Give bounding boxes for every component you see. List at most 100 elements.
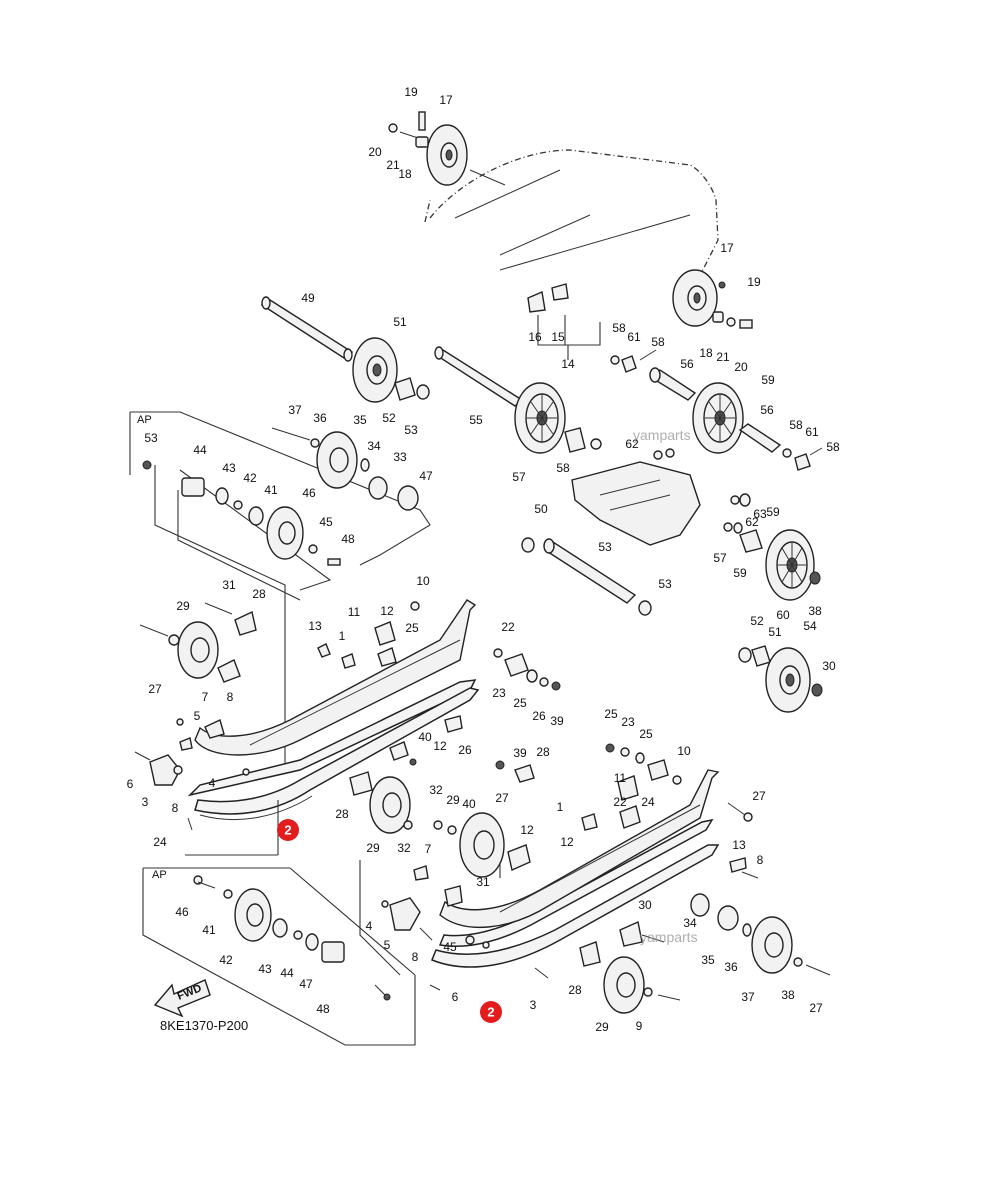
shaft-56-right[interactable] [738,423,823,471]
wheel-28-upper[interactable] [139,621,241,683]
wheel-59-lower[interactable] [765,529,821,601]
callout-number: 57 [713,551,727,565]
callout-number: 53 [598,540,612,554]
bracket-15-16[interactable] [527,283,601,360]
callout-number: 62 [745,515,759,529]
callout-number: 28 [568,983,582,997]
ap-label-upper: AP [137,414,152,426]
parts-57-58-62-63-lower[interactable] [723,493,763,553]
callout-number: 13 [732,838,746,852]
callout-number: 27 [148,682,162,696]
slide-rail-upper[interactable] [187,679,480,821]
wheel-assembly-lower-right[interactable] [534,921,681,1014]
slide-rail-lower[interactable] [431,818,720,968]
callout-number: 30 [822,659,836,673]
callout-number: 10 [416,574,430,588]
callout-number: 53 [658,577,672,591]
callout-number: 36 [724,960,738,974]
shaft-55[interactable] [434,346,524,407]
callout-number: 58 [556,461,570,475]
bracket-31[interactable] [204,602,257,636]
highlight-badge-lower[interactable]: 2 [480,1001,502,1023]
wheel-51-upper[interactable] [352,337,398,403]
callout-number: 42 [243,471,257,485]
callout-number: 27 [809,1001,823,1015]
highlight-badge-upper-label: 2 [284,823,291,838]
slider-blocks-lower[interactable] [581,743,682,831]
callout-number: 12 [380,604,394,618]
callout-number: 53 [144,431,158,445]
callout-number: 24 [641,795,655,809]
callout-number: 6 [452,990,459,1004]
callout-number: 5 [194,709,201,723]
callout-number: 1 [557,800,564,814]
idler-wheel-top[interactable] [388,111,506,186]
wheel-28-center[interactable] [349,771,413,834]
callout-number: 8 [172,801,179,815]
shaft-50[interactable] [521,537,652,616]
callout-number: 18 [398,167,412,181]
callout-number: 31 [476,875,490,889]
callout-number: 16 [528,330,542,344]
forward-arrow-icon [153,979,211,1018]
callout-number: 4 [366,919,373,933]
highlight-badge-lower-label: 2 [487,1005,494,1020]
slider-blocks-upper[interactable] [317,601,420,669]
callout-number: 6 [127,777,134,791]
callout-number: 34 [683,916,697,930]
callout-number: 49 [301,291,315,305]
callout-number: 51 [768,625,782,639]
wear-parts-upper[interactable] [493,648,561,691]
wheel-59-center[interactable] [514,382,566,454]
callout-number: 13 [308,619,322,633]
callout-number: 28 [252,587,266,601]
callout-number: 11 [348,605,361,619]
callout-number: 25 [405,621,419,635]
rail-mount-lower[interactable] [439,769,720,929]
collar-52-washer-53[interactable] [394,377,430,401]
wheel-28-mid[interactable] [433,812,531,878]
bolt-24-lower[interactable] [727,802,753,822]
callout-number: 15 [551,330,565,344]
parts-39-40-lower[interactable] [389,715,535,783]
small-parts-left-upper[interactable] [134,718,250,831]
shaft-49[interactable] [260,296,354,362]
callout-number: 45 [443,940,457,954]
callout-number: 44 [193,443,207,457]
callout-number: 33 [393,450,407,464]
callout-number: 21 [716,350,730,364]
callout-number: 38 [808,604,822,618]
wheel-51-lower[interactable] [738,645,823,713]
watermark-lower: yamparts [640,929,698,945]
parts-12-13-right[interactable] [729,857,759,879]
highlight-badge-upper[interactable]: 2 [277,819,299,841]
callout-number: 12 [433,739,447,753]
callout-number: 17 [720,241,734,255]
wheel-36-upper[interactable] [271,427,419,511]
callout-number: 44 [280,966,294,980]
parts-7-8-center[interactable] [413,865,490,949]
arm-mount-lower-center[interactable] [381,897,441,991]
callout-number: 58 [789,418,803,432]
shaft-56-upper[interactable] [610,349,697,401]
wheel-36-lower[interactable] [690,893,831,976]
rail-mount-upper[interactable] [194,599,477,756]
callout-number: 42 [219,953,233,967]
callout-number: 41 [202,923,216,937]
callout-number: 12 [520,823,534,837]
callout-number: 36 [313,411,327,425]
callout-number: 3 [142,795,149,809]
callout-number: 8 [757,853,764,867]
callout-number: 61 [805,425,819,439]
idler-wheel-right[interactable] [672,269,753,329]
callout-number: 20 [368,145,382,159]
callout-number: 46 [175,905,189,919]
cross-member[interactable] [564,427,701,546]
callout-number: 4 [209,776,216,790]
wheel-59-right[interactable] [692,382,744,454]
callout-number: 27 [495,791,509,805]
callout-number: 35 [701,953,715,967]
callout-number: 30 [638,898,652,912]
